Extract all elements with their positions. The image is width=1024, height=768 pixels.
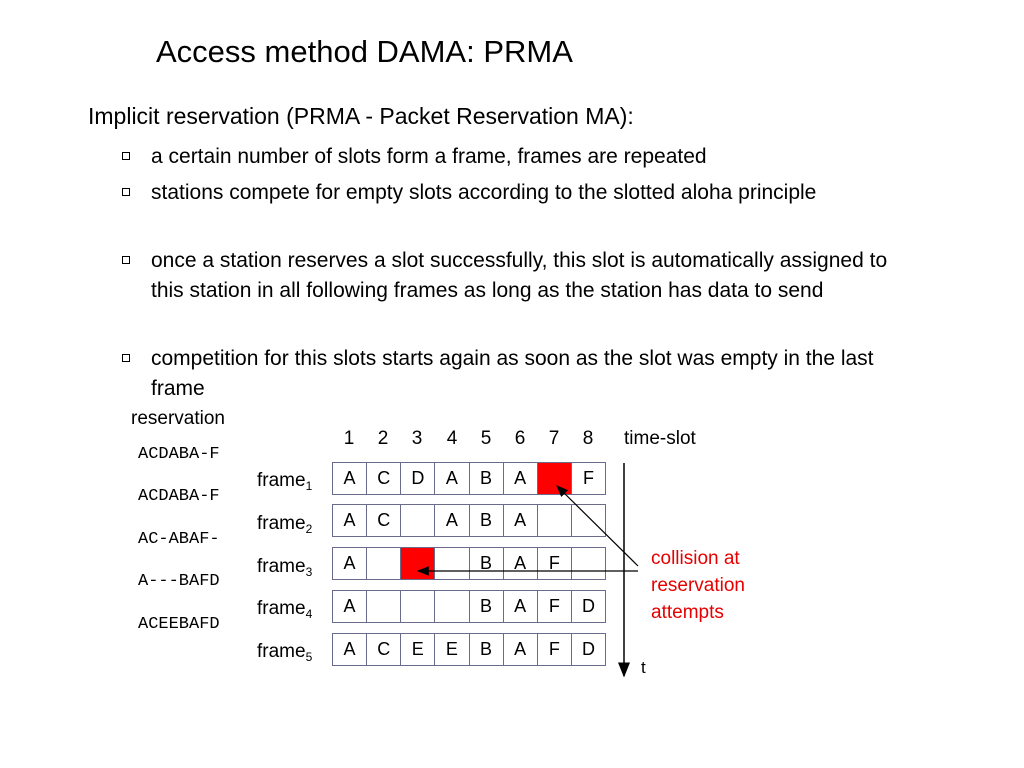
frame-label: frame3 [257, 556, 313, 579]
reservation-code: ACDABA-F [138, 487, 220, 506]
page-title: Access method DAMA: PRMA [156, 34, 573, 69]
slot-cell: F [538, 548, 572, 579]
slot-cell [367, 548, 402, 579]
reservation-code: AC-ABAF- [138, 530, 220, 549]
bullet-item: a certain number of slots form a frame, … [122, 142, 922, 172]
collision-pointer-frame1 [556, 485, 639, 567]
slot-cell: A [435, 505, 470, 536]
slot-cell: B [470, 505, 504, 536]
slot-cell: A [333, 463, 368, 494]
slot-number: 3 [411, 428, 423, 449]
bullet-item: competition for this slots starts again … [122, 344, 922, 404]
slot-cell [435, 591, 470, 622]
checkbox-bullet-icon [122, 256, 130, 264]
bullet-text: competition for this slots starts again … [151, 347, 874, 400]
slot-cell: A [504, 505, 538, 536]
slot-number: 6 [514, 428, 526, 449]
checkbox-bullet-icon [122, 354, 130, 362]
slot-cell: C [367, 463, 402, 494]
slot-number: 1 [343, 428, 355, 449]
slot-cell: B [470, 548, 504, 579]
slot-cell [367, 591, 402, 622]
frame-label: frame4 [257, 598, 313, 621]
slot-cell: A [333, 505, 368, 536]
reservation-code: ACEEBAFD [138, 615, 220, 634]
slot-cell: A [333, 548, 368, 579]
slot-cell: F [538, 591, 572, 622]
bullet-text: stations compete for empty slots accordi… [151, 181, 817, 204]
checkbox-bullet-icon [122, 152, 130, 160]
slot-number: 8 [582, 428, 594, 449]
frame-label: frame2 [257, 513, 313, 536]
slot-cell: A [504, 463, 538, 494]
slot-cell: A [435, 463, 470, 494]
slot-cell [538, 505, 572, 536]
reservation-code: A---BAFD [138, 572, 220, 591]
slot-cell: C [367, 505, 402, 536]
bullet-text: a certain number of slots form a frame, … [151, 145, 707, 168]
slot-cell: A [504, 634, 538, 665]
slot-cell: F [582, 468, 594, 488]
slot-number: 2 [377, 428, 389, 449]
time-slot-label: time-slot [624, 428, 696, 449]
slot-cell: D [581, 596, 595, 616]
slot-cell [401, 505, 436, 536]
reservation-code: ACDABA-F [138, 445, 220, 464]
slot-cell: B [470, 463, 504, 494]
slot-number: 7 [548, 428, 560, 449]
bullet-text: once a station reserves a slot successfu… [151, 249, 888, 302]
frame-label: frame1 [257, 470, 313, 493]
slot-cell: F [538, 634, 572, 665]
reservation-label: reservation [131, 408, 225, 429]
time-axis-label: t [641, 658, 646, 677]
slot-cell: A [333, 591, 368, 622]
bullet-item: once a station reserves a slot successfu… [122, 246, 922, 306]
slot-number: 5 [480, 428, 492, 449]
slot-cell: A [504, 548, 538, 579]
slot-cell: E [401, 634, 436, 665]
bullet-item: stations compete for empty slots accordi… [122, 178, 922, 208]
collision-note: collision at reservation attempts [651, 548, 745, 623]
slot-cell: A [504, 591, 538, 622]
slot-cell: D [401, 463, 436, 494]
slot-cell: D [581, 639, 595, 659]
frame-label: frame5 [257, 641, 313, 664]
slot-cell: C [367, 634, 402, 665]
slot-cell [401, 591, 436, 622]
slot-cell [435, 548, 470, 579]
intro-text: Implicit reservation (PRMA - Packet Rese… [88, 103, 634, 129]
slot-cell: A [333, 634, 368, 665]
checkbox-bullet-icon [122, 188, 130, 196]
slot-number: 4 [446, 428, 458, 449]
slot-cell: E [435, 634, 470, 665]
slot-cell: B [470, 634, 504, 665]
slot-cell: B [470, 591, 504, 622]
